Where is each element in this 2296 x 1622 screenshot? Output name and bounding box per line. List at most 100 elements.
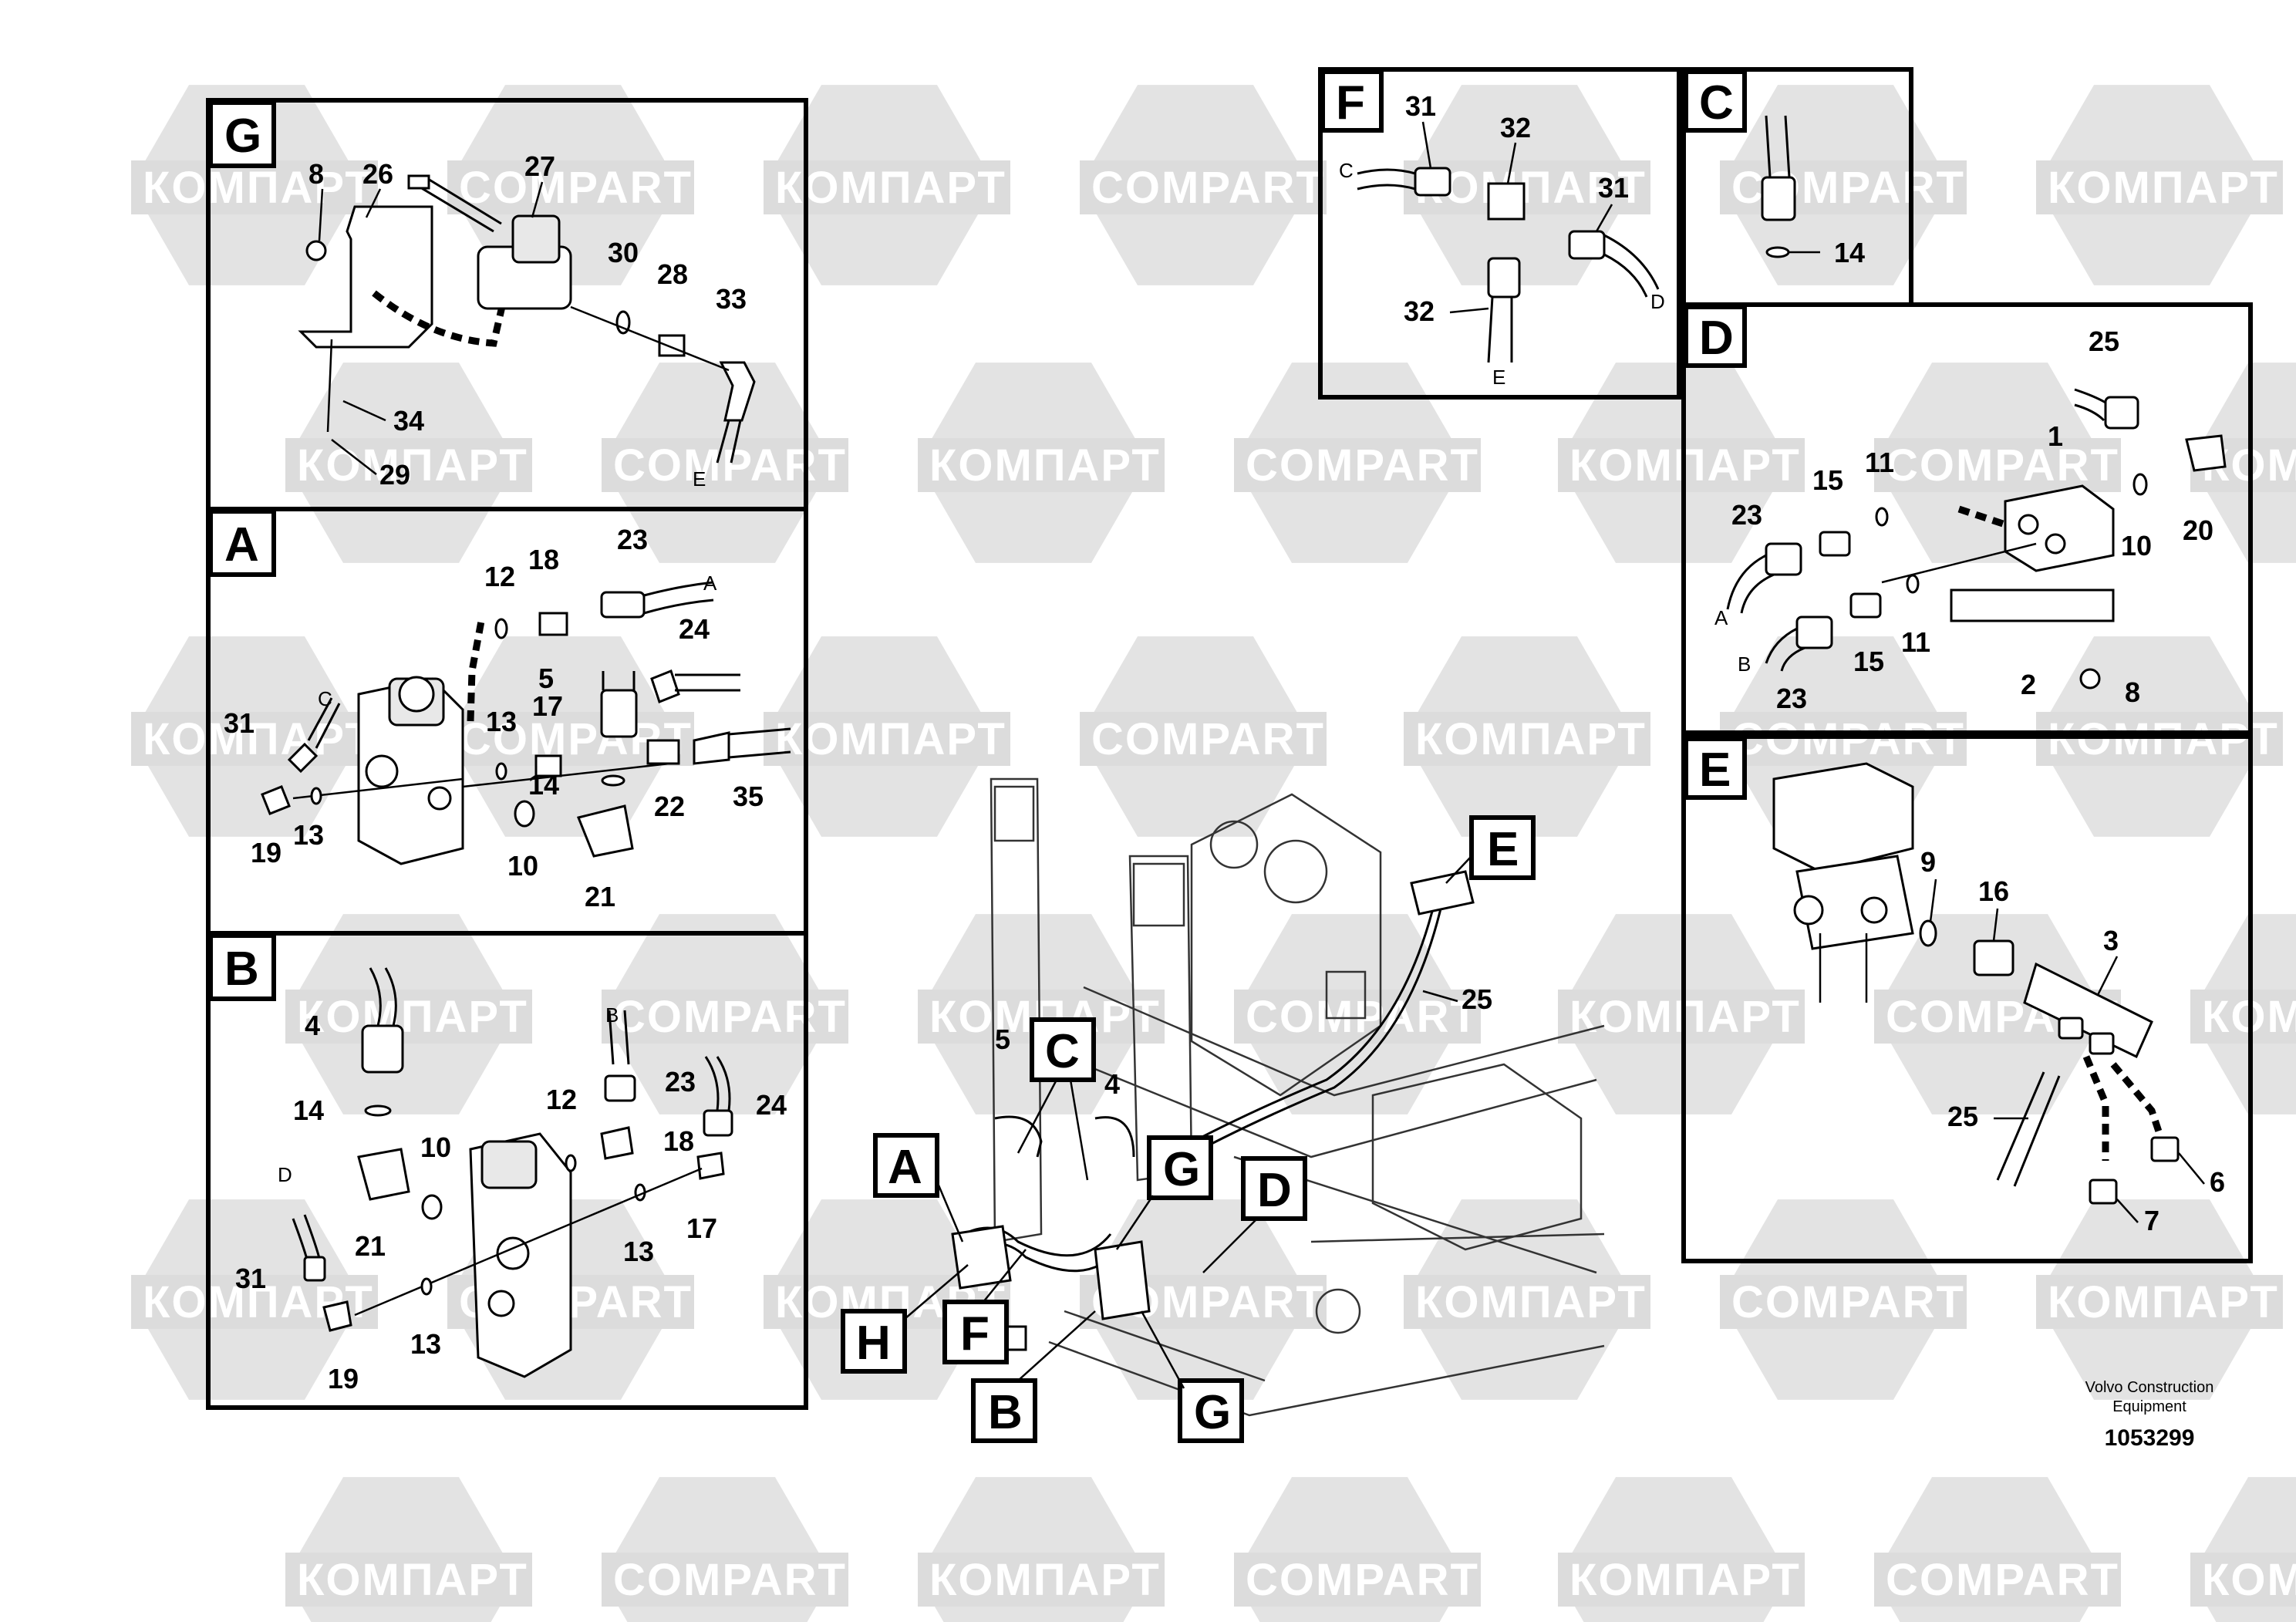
label-b: B — [605, 1003, 619, 1027]
hose-23 — [643, 581, 714, 615]
watermark-stamp: COMPART — [1720, 1199, 1967, 1400]
locator-c-leader-2 — [1069, 1079, 1089, 1181]
drawing-number: 1053299 — [2105, 1425, 2195, 1451]
label-1: 1 — [2048, 420, 2063, 452]
label-31: 31 — [235, 1263, 266, 1294]
assembly-axis — [570, 305, 730, 372]
locator-a-box — [873, 1133, 939, 1198]
watermark-stamp: КОМПАРТ — [2036, 1199, 2283, 1400]
watermark-bar — [1720, 1275, 1967, 1329]
hose-4-5 — [994, 1115, 1135, 1158]
panel-d: D 25 1 15 11 23 10 20 A 11 B 15 2 23 8 — [1681, 302, 2253, 735]
watermark-text: КОМПАРТ — [2202, 1555, 2296, 1605]
fitting-18 — [538, 612, 568, 636]
label-13b: 13 — [293, 819, 324, 851]
watermark-text: COMPART — [1091, 163, 1325, 213]
footer-company-line2: Equipment — [2112, 1398, 2186, 1415]
solenoid-cable — [416, 177, 502, 233]
elbow-19 — [261, 785, 291, 815]
label-18: 18 — [663, 1125, 694, 1157]
panel-g-letter: G — [224, 110, 261, 163]
label-5: 5 — [995, 1023, 1010, 1055]
watermark-bar — [285, 438, 532, 492]
label-13b: 13 — [410, 1328, 441, 1360]
hose-end-31 — [287, 742, 319, 774]
label-27: 27 — [524, 150, 555, 182]
elbow-21 — [576, 804, 634, 858]
oring-12 — [565, 1154, 577, 1172]
watermark-stamp: КОМПАРТ — [918, 363, 1165, 563]
leader-9 — [1929, 878, 1937, 922]
oring-11 — [1875, 507, 1889, 527]
chassis-frame — [1083, 986, 1605, 1274]
label-4: 4 — [1104, 1068, 1120, 1100]
watermark-text: COMPART — [1886, 1555, 2119, 1605]
watermark-stamp: КОМПАРТ — [1404, 1199, 1650, 1400]
watermark-bar — [1404, 1275, 1650, 1329]
watermark-bar — [602, 1553, 848, 1607]
hose-end-23b — [1795, 615, 1833, 649]
leader-31b — [1595, 204, 1613, 232]
label-10: 10 — [2121, 530, 2152, 561]
leader-25-overview — [1422, 990, 1458, 1003]
watermark-stamp: КОМПАРТ — [131, 636, 378, 837]
label-31: 31 — [224, 707, 255, 739]
valve-port — [1793, 895, 1824, 926]
locator-g2-box — [1178, 1378, 1244, 1443]
watermark-stamp: COMPART — [1080, 636, 1327, 837]
panel-g: G 8 26 27 30 28 33 34 29 E — [206, 98, 808, 511]
panel-e-frame — [1681, 734, 2253, 1263]
locator-g1-leader — [1115, 1195, 1155, 1250]
elbow-20 — [2185, 434, 2227, 472]
oring-10 — [2132, 473, 2148, 496]
locator-e-leader — [1445, 855, 1472, 884]
routing-dash-d — [1957, 505, 2007, 528]
watermark-stamp: COMPART — [1234, 914, 1481, 1114]
watermark-stamp: КОМПАРТ — [285, 1477, 532, 1622]
valve-cap — [398, 676, 435, 713]
hose-end-35 — [693, 731, 730, 765]
locator-c-leader-1 — [1017, 1079, 1058, 1154]
watermark-stamp: КОМПАРТ — [1404, 636, 1650, 837]
bolt-8 — [305, 240, 327, 261]
washer-30 — [615, 310, 631, 335]
watermark-text: КОМПАРТ — [775, 714, 1006, 764]
watermark-bar — [131, 160, 378, 214]
watermark-text: COMPART — [613, 992, 847, 1042]
locator-a-leader — [936, 1181, 964, 1243]
block-port-2 — [2045, 533, 2066, 555]
oring-11b — [1906, 574, 1920, 594]
label-22: 22 — [654, 791, 685, 822]
hose-end — [1761, 176, 1796, 221]
watermark-text: КОМПАРТ — [297, 440, 528, 491]
watermark-bar — [447, 160, 694, 214]
watermark-text: КОМПАРТ — [143, 714, 374, 764]
hose-end-31b — [1568, 230, 1606, 260]
watermark-text: КОМПАРТ — [2048, 163, 2279, 213]
watermark-text: COMPART — [459, 163, 693, 213]
hose-31 — [307, 697, 341, 749]
panel-f-frame — [1318, 67, 1681, 400]
routing-dash — [372, 290, 509, 347]
watermark-text: КОМПАРТ — [143, 163, 374, 213]
label-13: 13 — [486, 706, 517, 737]
fitting-18 — [600, 1126, 634, 1160]
hose-end-23 — [604, 1074, 636, 1102]
locator-d-leader — [1202, 1218, 1258, 1273]
watermark-stamp: КОМПАРТ — [918, 914, 1165, 1114]
panel-f: F 31 32 31 C D 32 E — [1318, 67, 1681, 400]
panel-b-frame — [206, 931, 808, 1410]
label-23b: 23 — [1776, 683, 1807, 714]
label-18: 18 — [528, 544, 559, 575]
watermark-text: COMPART — [1886, 440, 2119, 491]
label-d: D — [278, 1163, 292, 1186]
hose-end-32 — [1487, 257, 1521, 298]
label-16: 16 — [1978, 875, 2009, 907]
watermark-stamp: COMPART — [1234, 1477, 1481, 1622]
elbow-33 — [719, 361, 756, 422]
watermark-bar — [285, 990, 532, 1044]
watermark-stamp: КОМПАРТ — [764, 85, 1010, 285]
hose-e — [1487, 296, 1513, 363]
watermark-stamp: КОМПАРТ — [1558, 1477, 1805, 1622]
fitting-15b — [1849, 592, 1882, 619]
